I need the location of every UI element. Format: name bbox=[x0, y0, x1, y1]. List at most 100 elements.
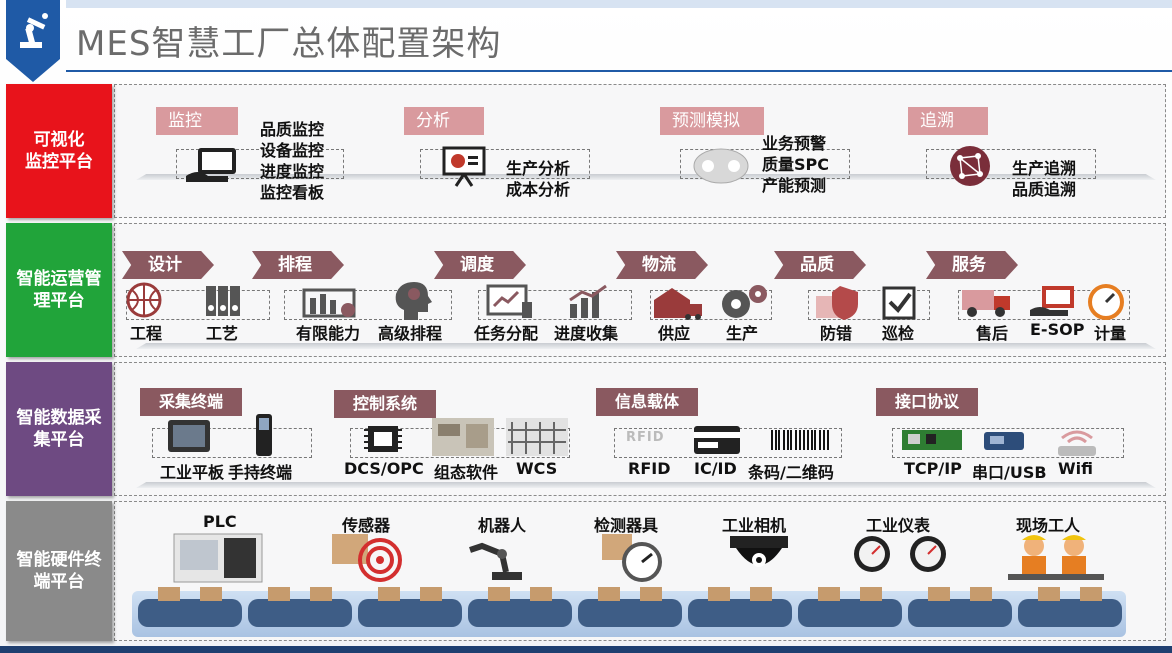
item-after-sales: 售后 bbox=[976, 324, 1009, 343]
belt-segment bbox=[688, 587, 792, 627]
item: 生产追溯 bbox=[1012, 159, 1077, 178]
item: 品质监控 bbox=[260, 120, 325, 139]
tag-control-systems: 控制系统 bbox=[334, 390, 436, 418]
tag-dispatch: 调度 bbox=[434, 251, 526, 279]
workers-icon bbox=[1008, 535, 1104, 580]
belt-segment bbox=[468, 587, 572, 627]
item-advanced-scheduling: 高级排程 bbox=[378, 324, 443, 343]
box-icon bbox=[598, 587, 620, 601]
item-barcode-qr: 条码/二维码 bbox=[748, 463, 834, 482]
presentation-board-icon bbox=[442, 146, 486, 187]
item-dcs-opc: DCS/OPC bbox=[344, 459, 424, 478]
hw-plc-label: PLC bbox=[203, 512, 237, 531]
tag-scheduling: 排程 bbox=[252, 251, 344, 279]
box-icon bbox=[928, 587, 950, 601]
page-title: MES智慧工厂总体配置架构 bbox=[76, 24, 502, 64]
dome-camera-icon bbox=[730, 536, 788, 567]
row-label-text: 智能数据采集平台 bbox=[16, 408, 102, 450]
item-process: 工艺 bbox=[206, 324, 239, 343]
item: 品质追溯 bbox=[1012, 180, 1077, 199]
item-esop: E-SOP bbox=[1030, 320, 1085, 339]
conveyor-belt bbox=[132, 587, 1126, 637]
serial-usb-device-icon bbox=[984, 432, 1024, 450]
group-box bbox=[650, 290, 772, 320]
capacity-bars-icon bbox=[302, 288, 356, 318]
belt-segment bbox=[1018, 587, 1122, 627]
task-board-icon bbox=[486, 284, 532, 318]
row-visual-monitoring: 可视化 监控平台 bbox=[6, 84, 1166, 218]
item-progress-collection: 进度收集 bbox=[554, 324, 619, 343]
row-label-text: 智能运营管理平台 bbox=[16, 269, 102, 311]
item-supply: 供应 bbox=[658, 324, 691, 343]
belt-segment bbox=[248, 587, 352, 627]
globe-laptop-icon bbox=[126, 282, 162, 318]
item-metering: 计量 bbox=[1094, 324, 1127, 343]
monitor-hand-icon bbox=[186, 148, 236, 182]
item: 生产分析 bbox=[506, 159, 571, 178]
tablet-icon bbox=[168, 420, 210, 452]
tag-monitor: 监控 bbox=[156, 107, 238, 135]
item: 业务预警 bbox=[762, 134, 827, 153]
tag-protocols: 接口协议 bbox=[876, 388, 978, 416]
box-icon bbox=[200, 587, 222, 601]
tag-forecast: 预测模拟 bbox=[660, 107, 764, 135]
tag-logistics: 物流 bbox=[616, 251, 708, 279]
item-rfid: RFID bbox=[628, 459, 671, 478]
belt-segment bbox=[798, 587, 902, 627]
tag-analysis: 分析 bbox=[404, 107, 484, 135]
tag-service: 服务 bbox=[926, 251, 1018, 279]
box-icon bbox=[488, 587, 510, 601]
progress-chart-icon bbox=[569, 284, 607, 318]
box-icon bbox=[158, 587, 180, 601]
item-serial-usb: 串口/USB bbox=[972, 463, 1047, 482]
footer-bar bbox=[0, 646, 1172, 653]
scada-screen-icon bbox=[432, 418, 494, 456]
logo-tab bbox=[6, 0, 60, 82]
shelf bbox=[136, 343, 1156, 349]
box-icon bbox=[268, 587, 290, 601]
shelf bbox=[136, 482, 1156, 488]
title-divider bbox=[66, 70, 1172, 72]
row-data-collection: 智能数据采集平台 bbox=[6, 362, 1166, 496]
row-box bbox=[114, 362, 1166, 496]
monitor-hand-icon bbox=[1030, 286, 1074, 316]
barcode-icon bbox=[771, 430, 829, 450]
group-box bbox=[152, 428, 312, 458]
box-icon bbox=[818, 587, 840, 601]
hw-robot-label: 机器人 bbox=[478, 516, 527, 535]
item-error-proofing: 防错 bbox=[820, 324, 853, 343]
warehouse-rack-icon bbox=[506, 418, 568, 456]
item: 产能预测 bbox=[762, 176, 827, 195]
stopwatch-icon bbox=[602, 534, 662, 582]
belt-segment bbox=[358, 587, 462, 627]
group-items: 品质监控 设备监控 进度监控 监控看板 bbox=[260, 119, 324, 203]
shield-box-icon bbox=[816, 286, 858, 320]
group-box bbox=[284, 290, 452, 320]
group-box bbox=[420, 149, 590, 179]
item: 质量SPC bbox=[762, 155, 829, 174]
gears-icon bbox=[722, 285, 767, 318]
handheld-terminal-icon bbox=[256, 414, 272, 456]
row-box bbox=[114, 84, 1166, 218]
tag-carriers: 信息载体 bbox=[596, 388, 698, 416]
item: 设备监控 bbox=[260, 141, 325, 160]
item-industrial-tablet: 工业平板 bbox=[160, 463, 225, 482]
gauge-icon bbox=[1088, 284, 1124, 320]
id-card-icon bbox=[694, 426, 740, 454]
box-icon bbox=[640, 587, 662, 601]
group-items: 业务预警 质量SPC 产能预测 bbox=[762, 133, 829, 196]
group-box bbox=[680, 149, 850, 179]
group-box bbox=[478, 290, 632, 320]
item: 进度监控 bbox=[260, 162, 325, 181]
row-label: 智能硬件终端平台 bbox=[6, 501, 112, 641]
head-gears-icon bbox=[395, 282, 432, 320]
box-icon bbox=[750, 587, 772, 601]
box-icon bbox=[708, 587, 730, 601]
dial-gauges-icon bbox=[854, 536, 946, 572]
tag-design: 设计 bbox=[122, 251, 214, 279]
robot-arm-icon bbox=[20, 13, 48, 48]
cnc-machine-icon bbox=[173, 533, 263, 583]
item-ic-id: IC/ID bbox=[694, 459, 737, 478]
binders-icon bbox=[206, 286, 240, 316]
